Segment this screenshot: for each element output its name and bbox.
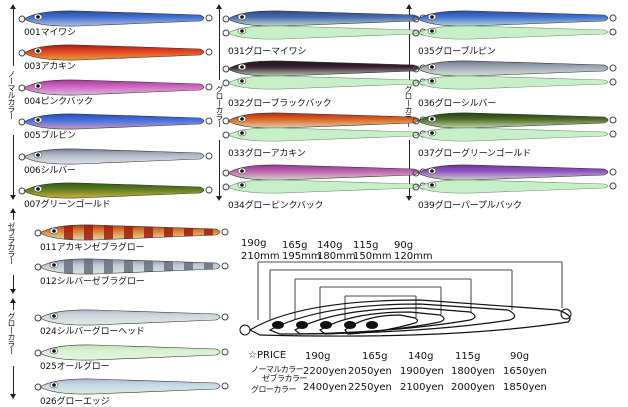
group-line-normal-bottom xyxy=(13,135,14,195)
price-normal-115: 1800yen xyxy=(451,366,495,377)
lure-label-l001: 001マイワシ xyxy=(24,28,76,38)
lure-image-l036 xyxy=(412,58,618,78)
lure-label-l012: 012シルバーゼブラグロー xyxy=(40,277,145,287)
lure-label-l004: 004ピンクバック xyxy=(24,97,93,107)
lure-glow-underside-l031 xyxy=(222,22,428,42)
diagram-weight-140: 140g xyxy=(317,240,343,251)
arrow-down-icon xyxy=(10,195,16,200)
lure-label-l035: 035グローブルピン xyxy=(418,47,496,57)
diagram-weight-115: 115g xyxy=(353,240,379,251)
lure-label-l007: 007グリーンゴールド xyxy=(24,200,111,210)
lure-image-l005 xyxy=(18,111,214,131)
price-glow-115: 2000yen xyxy=(451,382,495,393)
price-glow-label: グローカラー xyxy=(251,385,297,394)
lure-label-l034: 034グローピンクバック xyxy=(228,201,324,211)
price-glow-165: 2250yen xyxy=(348,382,392,393)
arrow-up-icon xyxy=(406,4,412,9)
group-label-normal: ノーマルカラー xyxy=(7,70,16,119)
lure-label-l005: 005ブルピン xyxy=(24,131,76,141)
group-line-glow-bottom xyxy=(219,140,220,198)
group-label-glow2: グローカラー xyxy=(7,312,16,354)
diagram-weight-190: 190g xyxy=(241,238,267,249)
lure-label-l033: 033グローアカキン xyxy=(228,149,306,159)
diagram-length-210: 210mm xyxy=(241,251,280,262)
group-line-normal xyxy=(13,8,14,66)
arrow-down-icon xyxy=(10,289,16,294)
group-line-glow xyxy=(219,8,220,80)
arrow-up-icon xyxy=(216,4,222,9)
arrow-up-icon xyxy=(10,208,16,213)
price-normal-165: 2050yen xyxy=(348,366,392,377)
group-line-glow2 xyxy=(13,302,14,310)
price-glow-140: 2100yen xyxy=(400,382,444,393)
lure-glow-underside-l036 xyxy=(412,72,618,92)
lure-label-l024: 024シルバーグローヘッド xyxy=(40,327,145,337)
lure-image-l012 xyxy=(34,256,230,276)
lure-image-l032 xyxy=(222,58,428,78)
lure-glow-underside-l037 xyxy=(412,124,618,144)
price-glow-90: 1850yen xyxy=(503,382,547,393)
diagram-weight-90: 90g xyxy=(394,240,414,251)
price-normal-90: 1650yen xyxy=(503,366,547,377)
lure-glow-underside-l033 xyxy=(222,124,428,144)
lure-image-l006 xyxy=(18,146,214,166)
lure-label-l037: 037グローグリーンゴールド xyxy=(418,149,531,159)
price-weight-190: 190g xyxy=(305,351,331,362)
lure-glow-underside-l034 xyxy=(222,176,428,196)
lure-image-l004 xyxy=(18,77,214,97)
lure-label-l026: 026グローエッジ xyxy=(40,397,110,407)
lure-glow-underside-l035 xyxy=(412,22,618,42)
price-normal-label: ノーマルカラー xyxy=(251,365,304,374)
arrow-down-icon xyxy=(10,394,16,399)
price-normal-140: 1900yen xyxy=(400,366,444,377)
arrow-down-icon xyxy=(216,196,222,201)
lure-image-l026 xyxy=(34,376,230,396)
lure-label-l025: 025オールグロー xyxy=(40,362,110,372)
diagram-weight-165: 165g xyxy=(282,240,308,251)
group-line-glow2-bottom xyxy=(13,366,14,394)
lure-label-l036: 036グローシルバー xyxy=(418,99,496,109)
group-label-glow: グローカラー xyxy=(215,85,224,127)
lure-image-l024 xyxy=(34,307,230,327)
lure-image-l034 xyxy=(222,162,428,182)
lure-image-l033 xyxy=(222,110,428,130)
price-zebra-label: ゼブラカラー xyxy=(262,374,308,383)
lure-image-l003 xyxy=(18,42,214,62)
price-normal-190: 2200yen xyxy=(303,366,347,377)
lure-label-l032: 032グローブラックバック xyxy=(228,99,332,109)
arrow-up-icon xyxy=(10,4,16,9)
lure-image-l037 xyxy=(412,110,618,130)
lure-label-l011: 011アカキンゼブラグロー xyxy=(40,243,145,253)
group-line-zebra-bottom xyxy=(13,275,14,289)
price-weight-165: 165g xyxy=(362,351,388,362)
price-glow-190: 2400yen xyxy=(303,382,347,393)
group-label-zebra: ゼブラカラー xyxy=(7,222,16,264)
lure-glow-underside-l039 xyxy=(412,176,618,196)
price-weight-140: 140g xyxy=(408,351,434,362)
price-weight-115: 115g xyxy=(455,351,481,362)
price-weight-90: 90g xyxy=(510,351,530,362)
group-line-zebra xyxy=(13,212,14,220)
lure-label-l031: 031グローマイワシ xyxy=(228,47,307,57)
lure-label-l039: 039グローパープルバック xyxy=(418,201,522,211)
diagram-length-150: 150mm xyxy=(353,251,392,262)
arrow-up-icon xyxy=(10,298,16,303)
lure-image-l039 xyxy=(412,162,618,182)
lure-image-l035 xyxy=(412,8,618,28)
price-title: ☆PRICE xyxy=(248,350,287,361)
group-label-glow-right: グローカラー xyxy=(404,85,413,127)
diagram-length-120: 120mm xyxy=(394,251,433,262)
lure-image-l007 xyxy=(18,180,214,200)
group-line-glow-right xyxy=(409,8,410,80)
diagram-length-195: 195mm xyxy=(282,251,321,262)
lure-label-l006: 006シルバー xyxy=(24,166,76,176)
lure-label-l003: 003アカキン xyxy=(24,62,76,72)
lure-image-l031 xyxy=(222,8,428,28)
lure-glow-underside-l032 xyxy=(222,72,428,92)
lure-image-l001 xyxy=(18,8,214,28)
lure-image-l011 xyxy=(34,222,230,242)
arrow-down-icon xyxy=(406,196,412,201)
lure-image-l025 xyxy=(34,342,230,362)
diagram-length-180: 180mm xyxy=(317,251,356,262)
